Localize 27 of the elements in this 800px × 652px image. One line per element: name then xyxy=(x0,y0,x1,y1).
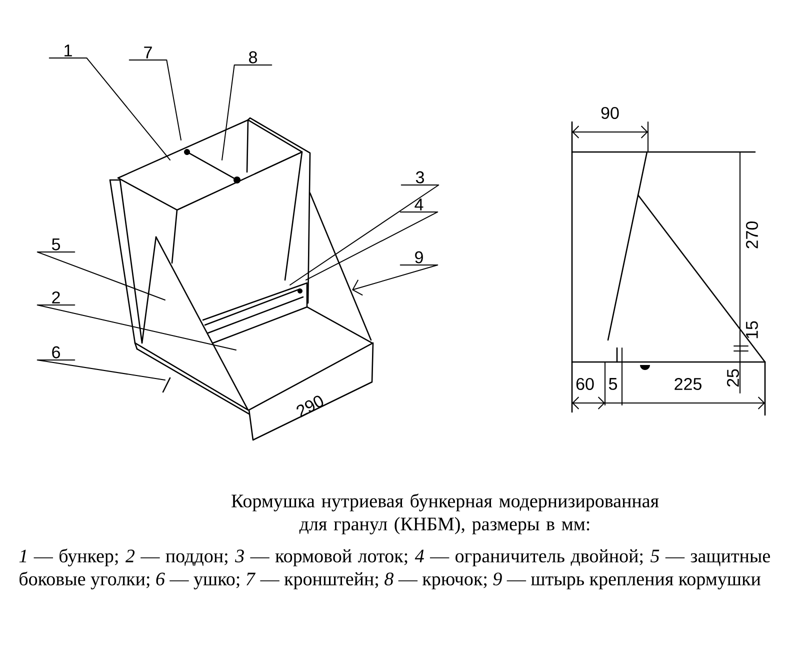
dimension-label: 60 xyxy=(576,378,594,390)
callout-number: 4 xyxy=(414,198,424,210)
dimension-label: 225 xyxy=(674,378,702,390)
caption: Кормушка нутриевая бункерная модернизированная для гранул (КНБМ), размеры в мм: xyxy=(232,494,659,534)
callout-number: 8 xyxy=(249,51,257,64)
leader-line xyxy=(36,252,166,300)
dimension-label: 25 xyxy=(726,369,740,387)
dimension-label: 270 xyxy=(746,221,758,248)
callout-number: 9 xyxy=(415,251,423,264)
leader-line xyxy=(48,58,170,160)
leader-line xyxy=(306,211,438,280)
leader-line xyxy=(36,304,236,350)
callout-number: 7 xyxy=(144,46,152,58)
leader-line xyxy=(128,60,182,140)
callout-number: 3 xyxy=(416,171,424,184)
leader-line xyxy=(36,359,166,380)
callout-number: 6 xyxy=(52,346,60,358)
callout-number: 1 xyxy=(64,44,72,56)
dimension-label: 90 xyxy=(601,106,619,119)
parts-key: 1 — бункер; 2 — поддон; 3 — кормовой лоток; 4 — ограничитель двойной; 5 — защитные боковые уголки; 6 — ушко; 7 — кронштейн; 8 — крючок; 9 — штырь крепления кормушки xyxy=(19,548,770,590)
dimension-label: 5 xyxy=(608,378,618,390)
callout-number: 5 xyxy=(52,238,60,250)
leader-line xyxy=(290,184,440,286)
dimension-label: 15 xyxy=(746,321,758,338)
callout-number: 2 xyxy=(52,291,60,304)
leader-line xyxy=(222,64,272,160)
leader-line xyxy=(352,264,438,296)
